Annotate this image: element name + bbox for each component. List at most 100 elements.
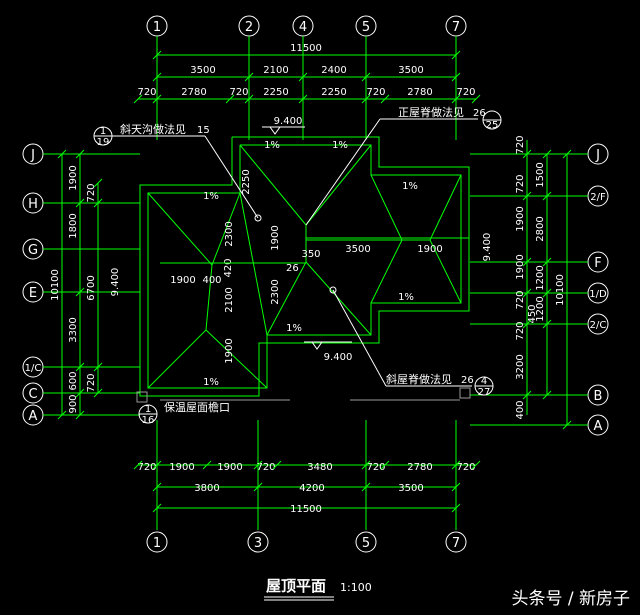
note-text: 斜天沟做法见 bbox=[120, 122, 186, 136]
dim-text: 720 bbox=[137, 87, 156, 98]
axis-label: A bbox=[594, 419, 603, 434]
axis-bubble-right-2F: 2/F bbox=[587, 185, 609, 207]
dim-text: 11500 bbox=[290, 43, 322, 54]
top-axis-bubbles: 1 2 4 5 7 bbox=[146, 15, 467, 140]
note-ridge-top: 正屋脊做法见 26 25 bbox=[305, 105, 502, 226]
axis-label: C bbox=[28, 387, 37, 402]
elevation-marker-bottom: 9.400 bbox=[304, 341, 352, 363]
dim-text: 1900 bbox=[270, 225, 281, 250]
dim-text: 3500 bbox=[398, 65, 423, 76]
dim-text: 1900 bbox=[515, 254, 526, 279]
detail-ref-number: 1 bbox=[100, 126, 106, 137]
axis-bubble-left-1C: 1/C bbox=[22, 356, 44, 378]
dim-text: 2300 bbox=[224, 221, 235, 246]
dim-text: 10100 bbox=[50, 269, 61, 301]
detail-ref-number: 1 bbox=[145, 404, 151, 415]
watermark: 头条号 / 新房子 bbox=[511, 589, 630, 609]
dim-text: 1900 bbox=[515, 206, 526, 231]
interior-dimensions: 2250 1900 2300 2300 2100 1900 3500 1900 … bbox=[160, 140, 469, 388]
elevation-marker-top: 9.400 bbox=[262, 116, 305, 135]
slope-mark: 1% bbox=[402, 181, 418, 192]
axis-bubble-top-7: 7 bbox=[445, 15, 467, 37]
dim-text: 1200 bbox=[535, 265, 546, 290]
dim-text: 3500 bbox=[345, 244, 370, 255]
axis-bubble-right-J: J bbox=[587, 143, 609, 165]
elevation-text: 9.400 bbox=[274, 116, 303, 127]
dim-text: 720 bbox=[456, 87, 475, 98]
note-text: 斜屋脊做法见 bbox=[386, 372, 452, 386]
axis-label: E bbox=[29, 286, 37, 301]
dim-text: 600 bbox=[68, 371, 79, 390]
dim-text: 3200 bbox=[515, 354, 526, 379]
left-dimensions: 10100 1900 1800 3300 600 900 720 6700 72… bbox=[50, 149, 121, 420]
axis-bubble-right-B: B bbox=[587, 384, 609, 406]
dim-text: 2400 bbox=[321, 65, 346, 76]
dim-text: 720 bbox=[515, 135, 526, 154]
dim-text: 2800 bbox=[535, 216, 546, 241]
slope-mark: 1% bbox=[264, 140, 280, 151]
axis-bubble-bottom-3: 3 bbox=[247, 531, 269, 553]
axis-label: 4 bbox=[299, 20, 307, 35]
slope-mark: 1% bbox=[203, 377, 219, 388]
right-axis-bubbles: J 2/F F 1/D 2/C B A bbox=[470, 143, 609, 436]
dim-text: 400 bbox=[202, 275, 221, 286]
note-ridge-bottom: 斜屋脊做法见 26 4 27 bbox=[329, 286, 494, 398]
dim-text: 3300 bbox=[68, 317, 79, 342]
dim-text: 1800 bbox=[68, 213, 79, 238]
axis-label: 3 bbox=[254, 536, 262, 551]
dim-text: 720 bbox=[515, 174, 526, 193]
dim-text: 900 bbox=[68, 394, 79, 413]
dim-text: 2250 bbox=[321, 87, 346, 98]
dim-text: 1900 bbox=[224, 338, 235, 363]
dim-text: 720 bbox=[229, 87, 248, 98]
axis-bubble-top-2: 2 bbox=[238, 15, 260, 37]
axis-bubble-bottom-5: 5 bbox=[355, 531, 377, 553]
right-dimensions: 720 720 1900 1900 720 720 3200 400 1500 … bbox=[482, 135, 572, 430]
axis-label: F bbox=[594, 256, 601, 271]
dim-text: 4200 bbox=[299, 483, 324, 494]
dim-text: 720 bbox=[366, 462, 385, 473]
axis-bubble-top-5: 5 bbox=[355, 15, 377, 37]
dim-text: 1900 bbox=[417, 244, 442, 255]
dim-text: 3480 bbox=[307, 462, 332, 473]
detail-ref-number: 4 bbox=[481, 376, 487, 387]
detail-ref-sheet: 26 bbox=[461, 375, 474, 386]
axis-label: 2/C bbox=[590, 320, 607, 331]
dim-text: 450 bbox=[527, 304, 538, 323]
elevation-markers: 9.400 9.400 bbox=[262, 116, 352, 363]
detail-ref-sheet: 26 bbox=[286, 263, 299, 274]
axis-label: 5 bbox=[362, 20, 370, 35]
dim-text: 2250 bbox=[263, 87, 288, 98]
elevation-right: 9.400 bbox=[482, 233, 493, 262]
axis-bubble-left-G: G bbox=[22, 238, 44, 260]
dim-text: 2300 bbox=[270, 279, 281, 304]
detail-ref-sheet: 25 bbox=[486, 120, 499, 131]
dim-text: 720 bbox=[86, 183, 97, 202]
dim-text: 2780 bbox=[407, 462, 432, 473]
note-eave: 1 16 保温屋面檐口 bbox=[138, 400, 230, 426]
axis-label: 2 bbox=[245, 20, 253, 35]
dim-text: 3500 bbox=[190, 65, 215, 76]
axis-label: 2/F bbox=[590, 192, 606, 203]
axis-bubble-right-F: F bbox=[587, 251, 609, 273]
scale-text: 1:100 bbox=[340, 581, 372, 594]
dim-text: 720 bbox=[137, 462, 156, 473]
dim-text: 2100 bbox=[263, 65, 288, 76]
axis-label: 7 bbox=[452, 536, 460, 551]
dim-text: 400 bbox=[515, 400, 526, 419]
axis-label: 1 bbox=[153, 536, 161, 551]
axis-bubble-left-C: C bbox=[22, 382, 44, 404]
dim-text: 2780 bbox=[181, 87, 206, 98]
dim-text: 1900 bbox=[217, 462, 242, 473]
dim-text: 720 bbox=[515, 321, 526, 340]
note-text: 正屋脊做法见 bbox=[398, 105, 464, 119]
axis-bubble-right-A: A bbox=[587, 414, 609, 436]
dim-text: 420 bbox=[223, 258, 234, 277]
detail-ref-sheet: 16 bbox=[142, 415, 155, 426]
dim-text: 350 bbox=[301, 249, 320, 260]
axis-bubble-left-E: E bbox=[22, 281, 44, 303]
slope-mark: 1% bbox=[203, 191, 219, 202]
bottom-dimensions: 720 1900 1900 720 3480 720 2780 720 3800… bbox=[133, 420, 481, 530]
axis-bubble-left-J: J bbox=[22, 143, 44, 165]
dim-text: 720 bbox=[456, 462, 475, 473]
